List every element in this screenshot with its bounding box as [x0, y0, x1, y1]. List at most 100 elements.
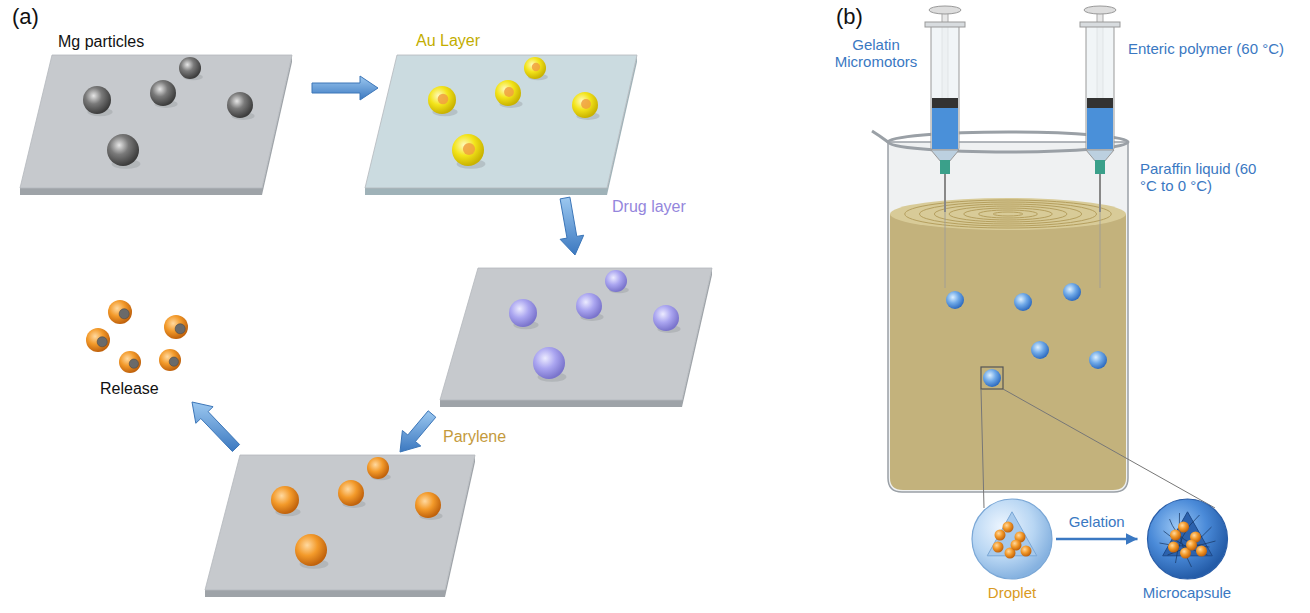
node-outline — [1138, 496, 1237, 582]
gelatin-droplet — [1089, 351, 1107, 369]
magnesium-opening — [119, 309, 129, 319]
particle — [452, 134, 484, 166]
micromotor — [1011, 540, 1022, 551]
surface-ripple — [934, 204, 1082, 224]
injection-stream — [1100, 212, 1101, 288]
plunger-seal — [932, 98, 958, 108]
substrate-plate — [440, 268, 712, 400]
needle — [944, 174, 946, 212]
capsule-shell — [1147, 499, 1227, 579]
plunger-cap — [929, 6, 961, 14]
droplet-node: Droplet — [968, 496, 1056, 601]
step-label: Parylene — [443, 428, 506, 446]
micromotor — [119, 351, 141, 373]
substrate-plate — [205, 455, 475, 590]
syringe-label: Gelatin Micromotors — [826, 36, 926, 71]
particle-core — [532, 63, 540, 71]
particle — [227, 92, 253, 118]
panel-letter: (b) — [836, 4, 863, 29]
syringe-barrel — [1086, 24, 1114, 150]
particle — [428, 86, 456, 114]
gelatin-droplet — [1031, 341, 1049, 359]
surface-ripple — [979, 210, 1038, 218]
droplet-shell — [972, 499, 1052, 579]
plunger-cap — [1084, 6, 1116, 14]
syringe-fluid — [1087, 108, 1113, 149]
particle-core — [463, 143, 475, 155]
step-label: Mg particles — [58, 33, 144, 51]
micromotor — [993, 542, 1004, 553]
micromotor — [159, 349, 181, 371]
step-label: Release — [100, 380, 159, 398]
step-label: Drug layer — [612, 198, 686, 216]
particle-core — [581, 99, 591, 109]
magnesium-opening — [97, 337, 107, 347]
paraffin-liquid — [890, 214, 1126, 490]
particle-core — [438, 94, 449, 105]
micromotor — [164, 315, 188, 339]
micromotor — [1196, 546, 1207, 557]
particle-core — [504, 87, 514, 97]
gelatin-droplet — [983, 369, 1001, 387]
particle — [271, 486, 299, 514]
micromotor — [1170, 530, 1181, 541]
particle — [367, 457, 389, 479]
panel-letter: (a) — [12, 4, 39, 29]
magnesium-opening — [169, 357, 178, 366]
particle — [653, 305, 679, 331]
node-outline — [968, 496, 1056, 582]
substrate-plate — [20, 55, 292, 188]
needle-hub — [940, 160, 950, 174]
process-arrow — [1056, 538, 1138, 541]
particle — [179, 57, 201, 79]
syringe-barrel — [931, 24, 959, 150]
surface-ripple — [964, 208, 1053, 220]
needle-hub — [1095, 160, 1105, 174]
gelatin-droplet — [1063, 283, 1081, 301]
micromotor — [86, 328, 110, 352]
particle — [572, 92, 598, 118]
process-arrow — [560, 197, 584, 255]
gelatin-droplet — [1014, 293, 1032, 311]
plate-front — [205, 590, 445, 597]
zoom-line — [981, 389, 984, 508]
plate-front — [440, 400, 682, 407]
particle — [605, 270, 627, 292]
particle — [295, 534, 327, 566]
particle — [495, 80, 521, 106]
micromotor — [1168, 542, 1179, 553]
process-arrow — [312, 76, 378, 100]
particle — [576, 293, 602, 319]
node-label: Microcapsule — [1143, 584, 1231, 601]
syringe-label: Enteric polymer (60 °C) — [1128, 40, 1306, 57]
syringe-flange — [1080, 22, 1120, 27]
surface-ripple — [905, 200, 1112, 228]
liquid-surface — [890, 198, 1126, 230]
micromotor — [108, 300, 132, 324]
plate-front — [20, 188, 262, 195]
magnesium-opening — [129, 359, 138, 368]
process-arrow — [400, 411, 436, 452]
microcapsule-node: Microcapsule — [1138, 496, 1237, 601]
particle — [509, 299, 537, 327]
injection-stream — [945, 212, 946, 288]
particle — [533, 347, 565, 379]
process-arrow — [192, 402, 240, 452]
gelatin-droplet — [946, 291, 964, 309]
substrate-plate — [365, 55, 637, 188]
beaker-spout — [872, 131, 888, 142]
syringe-fluid — [932, 108, 958, 149]
particle — [415, 492, 441, 518]
micromotor — [1186, 540, 1197, 551]
micromotor — [1003, 522, 1014, 533]
syringe-flange — [925, 22, 965, 27]
zoom-line — [1003, 389, 1215, 508]
surface-ripple — [920, 202, 1097, 226]
plunger-seal — [1087, 98, 1113, 108]
micromotor — [1178, 522, 1189, 533]
step-label: Au Layer — [416, 32, 480, 50]
surface-ripple — [993, 212, 1023, 216]
micromotor — [1021, 546, 1032, 557]
micromotor — [995, 530, 1006, 541]
